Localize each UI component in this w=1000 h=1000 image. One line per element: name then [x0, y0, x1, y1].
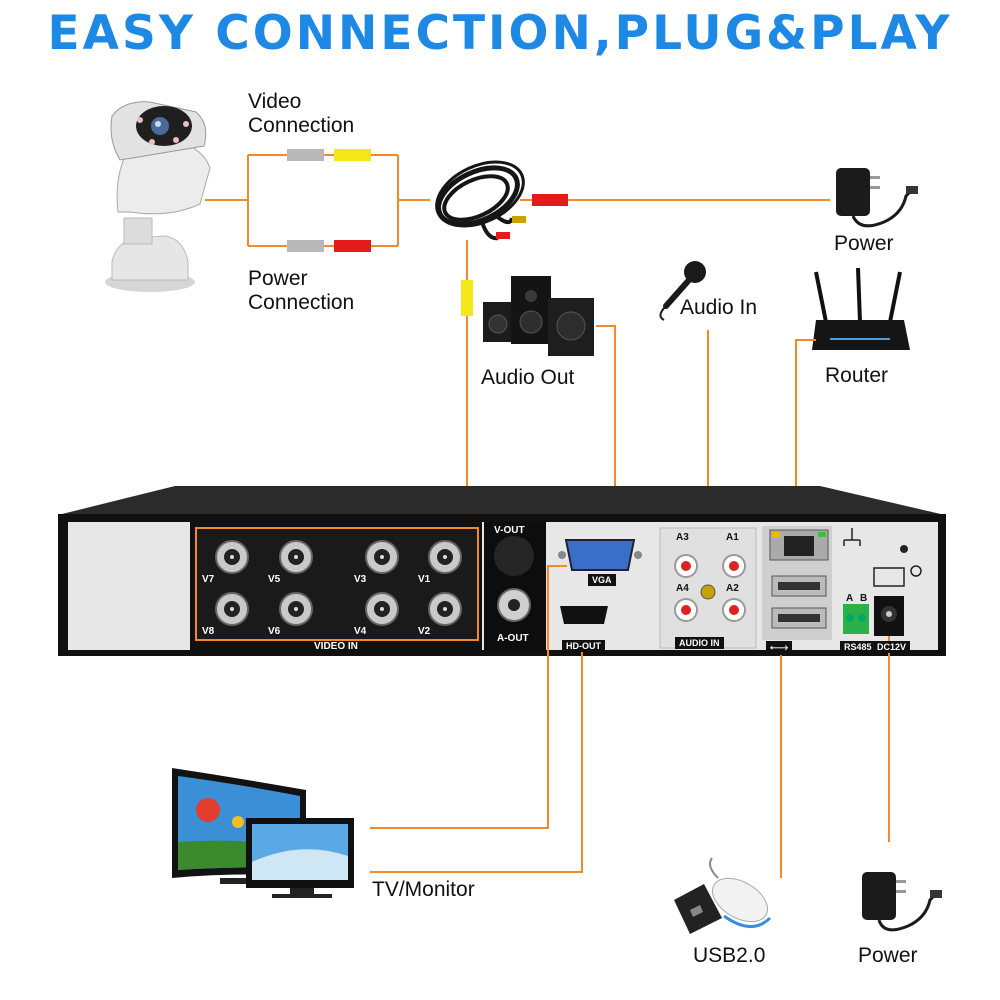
power-adapter-bottom-icon	[862, 872, 942, 932]
cable-red-connector	[496, 232, 510, 239]
bnc-label-v7: V7	[202, 574, 215, 585]
network-symbol-icon	[843, 528, 861, 546]
video-plug-gray	[287, 149, 324, 161]
camera-icon	[105, 101, 211, 292]
bnc-label-v4: V4	[354, 626, 367, 637]
power-bottom-label: Power	[858, 944, 918, 967]
audio-out-label: Audio Out	[481, 366, 575, 389]
mouse-icon	[709, 857, 772, 928]
vga-port	[558, 539, 642, 571]
audio-port-a2: A2	[726, 583, 739, 594]
router-icon	[812, 267, 910, 350]
vga-label: VGA	[588, 574, 616, 586]
power-wire-red-plug	[532, 194, 568, 206]
audio-port-a3: A3	[676, 532, 689, 543]
hdmi-port	[560, 606, 608, 624]
bnc-label-v8: V8	[202, 626, 215, 637]
vga-wire-loop	[370, 565, 583, 873]
rs485-pin-a: A	[846, 593, 854, 604]
dc-power-jack	[874, 596, 904, 636]
a-out-label: A-OUT	[497, 633, 529, 644]
audio-port-a1: A1	[726, 532, 739, 543]
bnc-label-v5: V5	[268, 574, 281, 585]
audio-in-rca-ports	[674, 554, 746, 622]
video-plug-yellow	[334, 149, 371, 161]
usb-label: USB2.0	[693, 944, 766, 967]
page-title: EASY CONNECTION,PLUG&PLAY	[47, 6, 953, 61]
dc12v-label: DC12V	[873, 641, 911, 653]
cable-icon	[435, 160, 525, 241]
microphone-icon	[659, 261, 706, 321]
rs485-label: RS485	[840, 641, 876, 653]
video-in-label: VIDEO IN	[314, 641, 358, 652]
power-plug-red	[334, 240, 371, 252]
v-out-connector	[494, 536, 534, 576]
usb-symbol-label: ⭠⟶	[766, 641, 793, 654]
power-top-label: Power	[834, 232, 894, 255]
power-plug-gray	[287, 240, 324, 252]
camera-split-wires	[205, 154, 430, 247]
bnc-label-v3: V3	[354, 574, 367, 585]
v-out-label: V-OUT	[494, 525, 525, 536]
router-label: Router	[825, 364, 889, 387]
usb-icon	[674, 884, 722, 934]
power-adapter-icon	[836, 168, 918, 228]
dc-polarity-icon	[873, 565, 922, 587]
audio-in-panel-label: AUDIO IN	[675, 637, 724, 649]
rs485-terminal	[843, 604, 869, 634]
audio-in-label: Audio In	[680, 296, 758, 319]
speaker-icon	[483, 276, 594, 356]
audio-port-a4: A4	[676, 583, 689, 594]
video-wire-to-dvr	[387, 240, 468, 528]
bnc-connectors	[215, 540, 462, 626]
hd-out-label: HD-OUT	[562, 640, 605, 652]
bnc-label-v6: V6	[268, 626, 281, 637]
router-wire	[795, 339, 816, 530]
rs485-pin-b: B	[860, 593, 868, 604]
bnc-label-v1: V1	[418, 574, 431, 585]
tv-monitor-label: TV/Monitor	[372, 878, 475, 901]
cable-bnc-connector	[512, 216, 526, 223]
lan-usb-ports	[769, 529, 829, 629]
tv-icon	[172, 768, 354, 898]
video-wire-yellow-plug	[461, 280, 473, 316]
bnc-label-v2: V2	[418, 626, 431, 637]
indicator-dot	[900, 545, 908, 553]
